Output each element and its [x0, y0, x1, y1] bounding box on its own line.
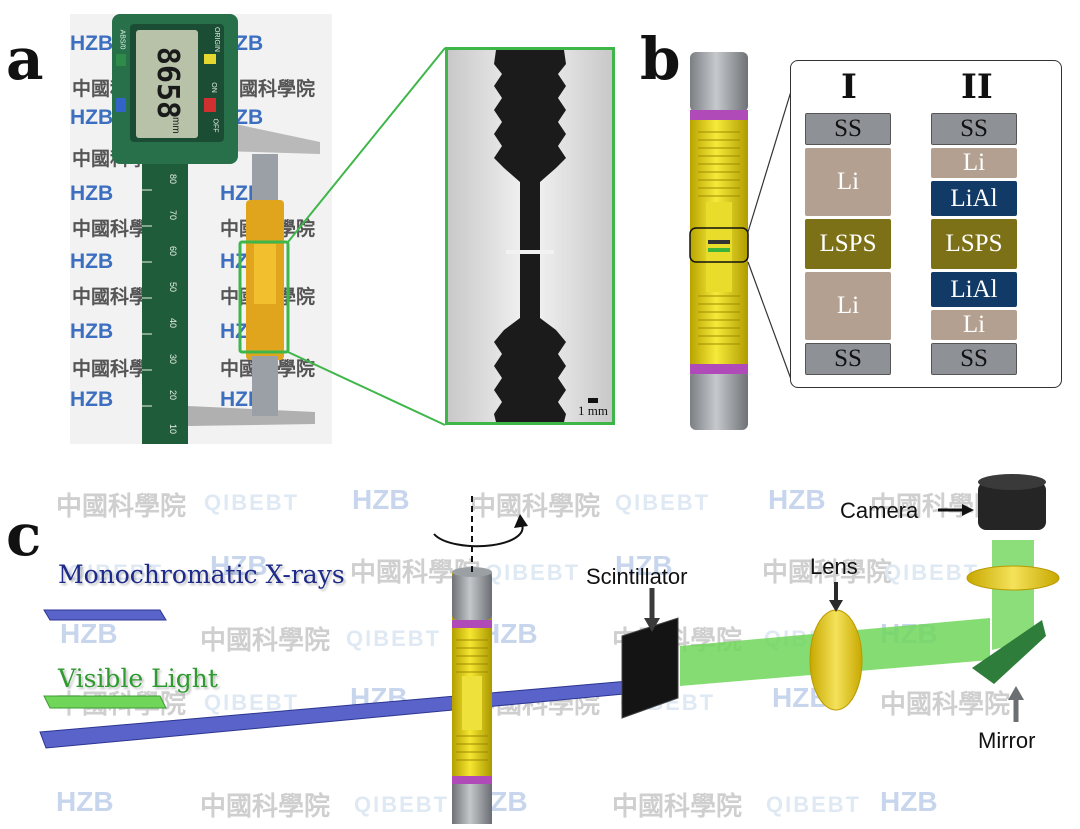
panel-label-a: a: [6, 25, 44, 93]
layer-ss: SS: [805, 343, 891, 375]
watermark-hzb: HZB: [768, 484, 826, 515]
watermark-cas: 中國科學院: [880, 690, 1011, 720]
layer-lial: LiAl: [931, 272, 1017, 307]
highlight-box: [238, 240, 290, 354]
layer-ss: SS: [805, 113, 891, 145]
lens-label: Lens: [810, 554, 858, 579]
layer-lsps: LSPS: [931, 219, 1017, 269]
watermark-qibebt: QIBEBT: [766, 792, 862, 817]
origin-button: [204, 54, 216, 64]
watermark-qibebt: QIBEBT: [884, 560, 980, 585]
xray-label: Monochromatic X-rays: [58, 560, 345, 589]
panel-label-b: b: [640, 25, 681, 93]
layer-stack-box: I II SS Li LSPS Li SS SS Li LiAl LSPS Li…: [790, 60, 1062, 388]
on-off-button: [204, 98, 216, 112]
scale-bar-label: 1 mm: [578, 403, 608, 418]
layer-li: Li: [805, 272, 891, 340]
camera: [978, 482, 1046, 530]
watermark-cas: 中國科學院: [200, 626, 331, 656]
column-label-II: II: [961, 67, 993, 107]
watermark-qibebt: QIBEBT: [354, 792, 450, 817]
camera-lens: [966, 565, 1060, 591]
cell-3d-model: [689, 52, 749, 430]
layer-li: Li: [805, 148, 891, 216]
abs-button: [116, 54, 126, 66]
imaging-setup-diagram: [39, 474, 1060, 824]
watermark-qibebt: QIBEBT: [485, 560, 581, 585]
watermark-hzb: HZB: [70, 320, 114, 343]
watermark-hzb: HZB: [70, 388, 114, 411]
stack-II: SS Li LiAl LSPS LiAl Li SS: [931, 113, 1017, 375]
xray-sample-silhouette: [448, 50, 612, 422]
visible-legend-bar: [43, 695, 167, 709]
caliper-drawing: [112, 14, 320, 444]
visible-light-label: Visible Light: [58, 664, 218, 693]
watermark-qibebt: QIBEBT: [68, 560, 164, 585]
mm-button: [116, 98, 126, 112]
camera-label: Camera: [840, 498, 919, 523]
layer-li: Li: [931, 310, 1017, 340]
layer-lial: LiAl: [931, 181, 1017, 216]
watermark-hzb: HZB: [70, 32, 114, 55]
layer-li: Li: [931, 148, 1017, 178]
caliper-photo: HZB 中國科學院 HZB 中國科學院 HZB 中國科學院 HZB 中國科學院 …: [70, 14, 332, 444]
watermark-cas: 中國科學院: [612, 792, 743, 822]
scintillator: [621, 617, 679, 719]
watermark-cas: 中國科學院: [470, 492, 601, 522]
watermark-hzb: HZB: [70, 250, 114, 273]
mirror-label: Mirror: [978, 728, 1036, 753]
watermark-cas: 中國科學院: [762, 558, 893, 588]
layer-ss: SS: [931, 113, 1017, 145]
watermark-hzb: HZB: [70, 182, 114, 205]
scintillator-label: Scintillator: [586, 564, 688, 589]
layer-ss: SS: [931, 343, 1017, 375]
watermark-hzb: HZB: [70, 106, 114, 129]
watermark-qibebt: QIBEBT: [204, 490, 300, 515]
steel-rod-top: [252, 154, 278, 204]
caliper-beam: [142, 134, 188, 444]
xray-legend-bar: [43, 609, 167, 621]
mirror: [972, 620, 1046, 684]
rotation-arrow: [433, 521, 524, 548]
watermark-hzb: HZB: [615, 550, 673, 581]
watermark-cas: 中國科學院: [56, 492, 187, 522]
watermark-qibebt: QIBEBT: [615, 490, 711, 515]
caliper-lower-jaw: [188, 406, 315, 426]
column-label-I: I: [841, 67, 857, 107]
watermark-qibebt: QIBEBT: [346, 626, 442, 651]
watermark-hzb: HZB: [56, 786, 114, 817]
panel-label-c: c: [6, 501, 42, 569]
lens: [809, 609, 863, 711]
layer-lsps: LSPS: [805, 219, 891, 269]
xray-zoom-image: 1 mm: [445, 47, 615, 425]
stack-I: SS Li LSPS Li SS: [805, 113, 891, 375]
watermark-cas: 中國科學院: [200, 792, 331, 822]
watermark-cas: 中國科學院: [220, 78, 316, 100]
watermark-hzb: HZB: [880, 786, 938, 817]
watermark-hzb: HZB: [60, 618, 118, 649]
steel-rod-bottom: [252, 356, 278, 416]
watermark-hzb: HZB: [352, 484, 410, 515]
watermark-hzb: HZB: [210, 550, 268, 581]
caliper-display: [136, 30, 198, 138]
